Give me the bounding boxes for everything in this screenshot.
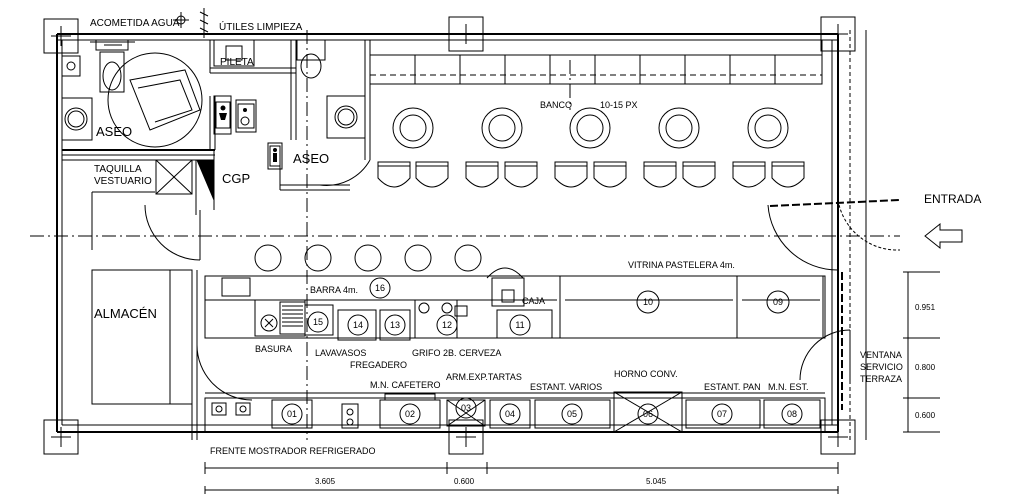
label-caja: CAJA (522, 296, 545, 306)
label-taquilla: TAQUILLA (94, 164, 142, 175)
dimension-1: 3.605 (315, 477, 336, 486)
label-aseo-2: ASEO (293, 151, 329, 166)
label-fregadero: FREGADERO (350, 360, 407, 370)
storage-room (91, 269, 253, 440)
label-estant-pan: ESTANT. PAN (704, 382, 761, 392)
female-restroom-icon (215, 101, 231, 129)
round-tables (392, 107, 789, 149)
entrance-door (767, 199, 963, 271)
room-labels: ACOMETIDA AGUA ÚTILES LIMPIEZA PILETA AS… (90, 18, 981, 456)
equipment-12: 12 (442, 320, 452, 330)
equipment-10: 10 (643, 297, 653, 307)
dimension-3: 5.045 (646, 477, 667, 486)
male-restroom-icon (269, 145, 281, 167)
bench (369, 39, 823, 85)
restroom-2 (267, 40, 371, 191)
restroom-icons (215, 101, 281, 167)
equipment-04: 04 (505, 409, 515, 419)
label-utiles-limpieza: ÚTILES LIMPIEZA (219, 20, 303, 33)
equipment-11: 11 (515, 320, 524, 330)
equipment-16: 16 (375, 283, 385, 293)
label-acometida-agua: ACOMETIDA AGUA (90, 18, 180, 29)
equipment-07: 07 (717, 409, 727, 419)
accessible-restroom (61, 51, 257, 156)
label-ventana-1: VENTANA (860, 350, 902, 360)
axis-lines (30, 30, 900, 440)
dimension-lines (204, 271, 940, 494)
dimension-6: 0.600 (915, 411, 936, 420)
label-lavavasos: LAVAVASOS (315, 348, 366, 358)
label-basura: BASURA (255, 344, 292, 354)
utility-room (90, 8, 326, 140)
label-banco: BANCO (540, 100, 572, 110)
label-barra: BARRA 4m. (310, 285, 358, 295)
label-arm-exp: ARM.EXP.TARTAS (446, 372, 522, 382)
equipment-09: 09 (773, 297, 783, 307)
equipment-03: 03 (461, 403, 471, 413)
dimension-5: 0.800 (915, 363, 936, 372)
equipment-15: 15 (313, 317, 323, 327)
label-mn-est: M.N. EST. (768, 382, 809, 392)
bar-stools (254, 244, 482, 272)
label-aseo-1: ASEO (96, 124, 132, 139)
label-entrada: ENTRADA (924, 192, 981, 206)
label-cgp: CGP (222, 171, 250, 186)
label-almacen: ALMACÉN (94, 306, 157, 321)
label-ventana-2: SERVICIO (860, 362, 903, 372)
equipment-13: 13 (390, 320, 400, 330)
lockers-cgp (62, 150, 215, 261)
equipment-14: 14 (353, 320, 363, 330)
terrace-window (799, 272, 851, 410)
label-vestuario: VESTUARIO (94, 176, 152, 187)
dimension-2: 0.600 (454, 477, 475, 486)
equipment-06: 06 (643, 409, 653, 419)
label-horno: HORNO CONV. (614, 369, 678, 379)
structural-columns (43, 16, 856, 455)
label-estant-varios: ESTANT. VARIOS (530, 382, 602, 392)
equipment-02: 02 (405, 409, 415, 419)
label-pileta: PILETA (220, 57, 254, 68)
equipment-numbers: 16 15 14 13 12 11 10 09 01 02 03 04 05 0… (281, 277, 803, 425)
chairs (377, 161, 805, 188)
back-counter (204, 391, 826, 433)
wheelchair-icon (237, 103, 255, 129)
label-banco-capacity: 10-15 PX (600, 100, 638, 110)
label-grifo: GRIFO 2B. CERVEZA (412, 348, 501, 358)
label-ventana-3: TERRAZA (860, 374, 902, 384)
equipment-05: 05 (567, 409, 577, 419)
equipment-01: 01 (287, 409, 297, 419)
label-frente: FRENTE MOSTRADOR REFRIGERADO (210, 446, 376, 456)
bar-counter (204, 267, 826, 341)
dimension-texts: 3.605 0.600 5.045 0.951 0.800 0.600 (315, 303, 936, 486)
label-mn-cafetero: M.N. CAFETERO (370, 380, 441, 390)
dimension-4: 0.951 (915, 303, 936, 312)
equipment-08: 08 (787, 409, 797, 419)
label-vitrina: VITRINA PASTELERA 4m. (628, 260, 735, 270)
